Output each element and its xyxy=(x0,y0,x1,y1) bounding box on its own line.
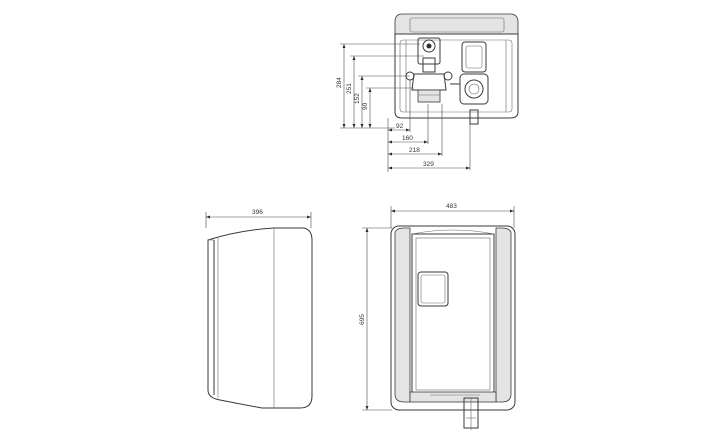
dim-152-label: 152 xyxy=(354,93,361,104)
dim-396-label: 396 xyxy=(252,209,263,216)
front-view-top-curve xyxy=(411,229,495,235)
front-view-base xyxy=(409,391,497,403)
dim-90: 90 xyxy=(362,88,372,128)
dim-251: 251 xyxy=(346,56,356,128)
front-view-face xyxy=(411,233,495,395)
dim-92-label: 92 xyxy=(396,123,404,130)
top-view-cap xyxy=(394,13,519,35)
dim-218: 218 xyxy=(388,147,442,156)
dim-251-label: 251 xyxy=(346,83,353,94)
top-view-body-inner xyxy=(399,39,513,113)
valve-block xyxy=(417,37,441,65)
drain-pipe xyxy=(469,109,479,125)
dim-329: 329 xyxy=(388,161,470,170)
dim-695-label: 695 xyxy=(359,314,366,325)
valve-outlet xyxy=(417,89,441,103)
valve-knob xyxy=(422,39,436,53)
front-panel-left xyxy=(394,227,411,403)
dim-152: 152 xyxy=(354,76,364,128)
front-view-frame xyxy=(390,225,516,411)
dim-92: 92 xyxy=(388,123,410,132)
dim-160-label: 160 xyxy=(402,135,413,142)
dim-284: 284 xyxy=(336,44,346,128)
dim-396: 396 xyxy=(205,209,312,228)
top-view-cap-inner xyxy=(409,17,505,33)
valve-body xyxy=(411,73,447,91)
dim-483: 483 xyxy=(390,203,515,228)
small-fitting-right xyxy=(443,71,453,81)
dim-483-label: 483 xyxy=(446,203,457,210)
dim-218-label: 218 xyxy=(409,147,420,154)
dim-160: 160 xyxy=(388,135,428,144)
front-panel-right xyxy=(495,227,512,403)
display-window xyxy=(417,271,449,307)
top-view-body xyxy=(394,33,519,119)
pipe-connection-inner xyxy=(468,83,480,95)
pipe-assembly-upper-inner xyxy=(465,45,483,69)
pipe-assembly-lower xyxy=(459,73,489,105)
dim-695: 695 xyxy=(359,227,392,411)
pipe-assembly-upper xyxy=(461,41,487,73)
side-view-shell xyxy=(207,227,313,409)
top-view: 92 160 218 329 284 xyxy=(336,13,519,172)
dim-90-label: 90 xyxy=(362,102,369,110)
front-view: 483 695 xyxy=(359,203,516,430)
valve-stem xyxy=(422,57,436,73)
dim-329-label: 329 xyxy=(423,161,434,168)
front-view-face-inner xyxy=(415,237,491,391)
side-view: 396 xyxy=(205,209,313,409)
valve-knob-center xyxy=(426,43,432,49)
dim-284-label: 284 xyxy=(336,77,343,88)
display-window-inner xyxy=(420,274,446,304)
pipe-connection xyxy=(464,79,484,99)
